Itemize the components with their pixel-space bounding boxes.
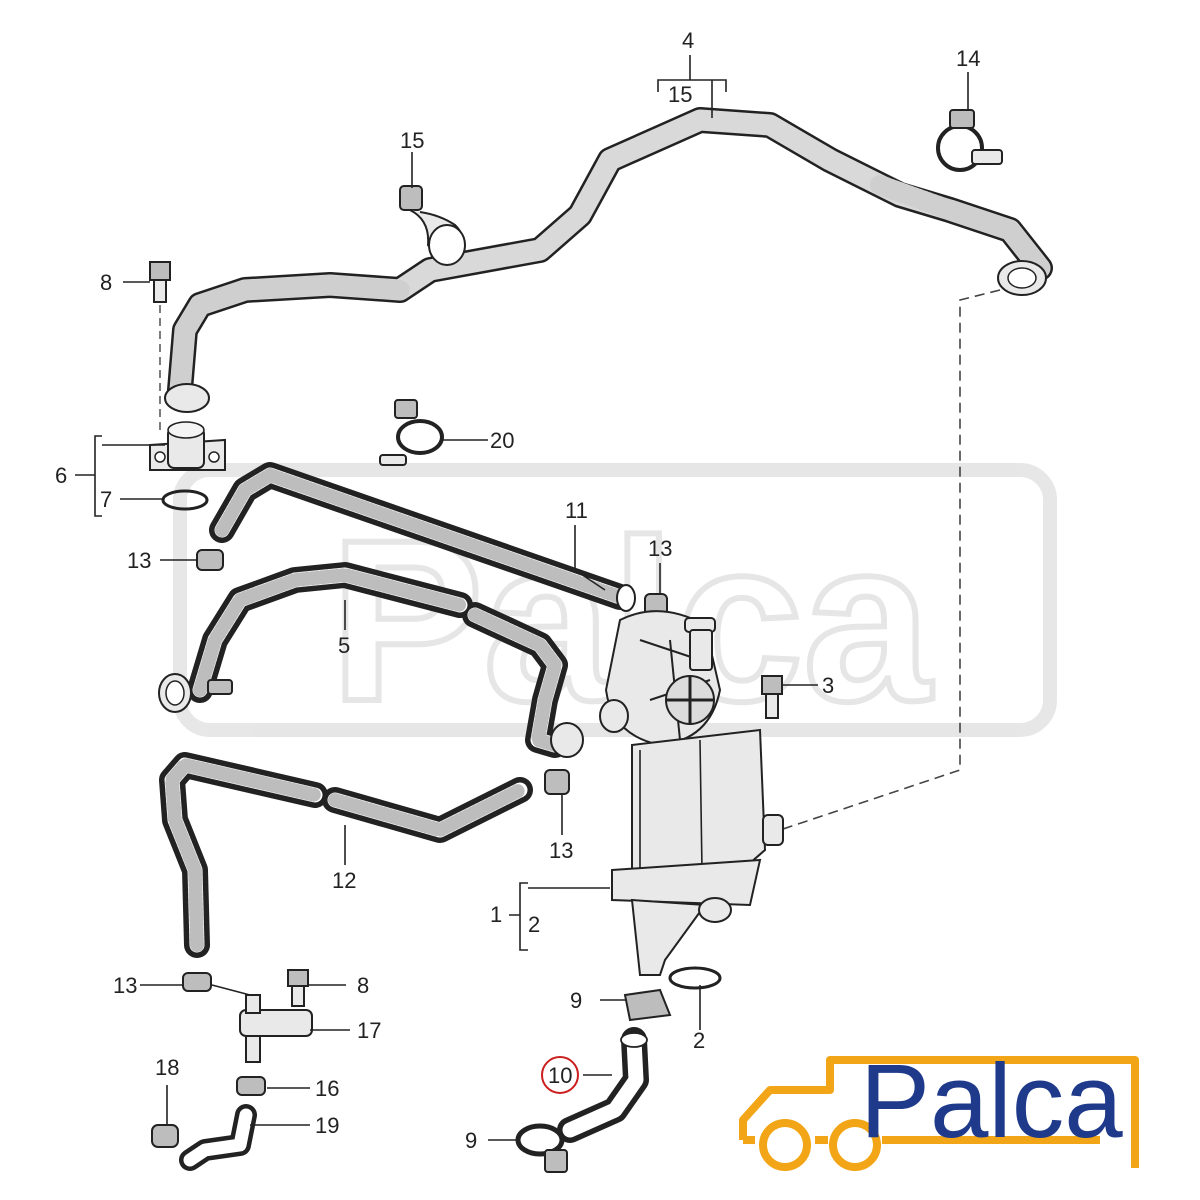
clamp-9-upper (623, 988, 672, 1022)
callout-16: 16 (315, 1076, 339, 1101)
hose-11 (209, 462, 636, 612)
bolt-8-bottom (287, 969, 309, 1007)
highlight-circle (541, 1056, 579, 1094)
callout-9-upper: 9 (570, 988, 582, 1013)
o-ring-2 (668, 966, 722, 990)
palca-logo: Palca (739, 1043, 1139, 1171)
callout-8-top: 8 (100, 270, 112, 295)
callout-20: 20 (490, 428, 514, 453)
valve-17 (239, 994, 313, 1063)
hose-5 (158, 562, 584, 758)
reference-line (779, 289, 1001, 831)
callout-8-bottom: 8 (357, 973, 369, 998)
callout-14: 14 (956, 46, 980, 71)
cap-18 (151, 1124, 179, 1148)
callout-18: 18 (155, 1055, 179, 1080)
hose-19 (179, 1104, 257, 1171)
callout-13-c: 13 (549, 838, 573, 863)
callout-15-top: 15 (668, 82, 692, 107)
bolt-8-top (149, 261, 171, 430)
callout-12: 12 (332, 868, 356, 893)
bolt-3 (761, 675, 783, 719)
callout-10: 10 (548, 1063, 572, 1088)
callout-7: 7 (100, 487, 112, 512)
oil-separator-1 (599, 610, 784, 976)
o-ring-7 (161, 489, 209, 511)
clamp-15 (399, 185, 466, 266)
hose-12 (159, 752, 533, 958)
hose-4 (167, 107, 1053, 403)
hose-10 (557, 1027, 649, 1143)
callout-17: 17 (357, 1018, 381, 1043)
clamp-14 (936, 109, 1003, 172)
callout-13-d: 13 (113, 973, 137, 998)
callout-2-b: 2 (693, 1028, 705, 1053)
callout-9-lower: 9 (465, 1128, 477, 1153)
clamp-13-d (182, 972, 212, 992)
callout-2-a: 2 (528, 912, 540, 937)
callout-13-a: 13 (127, 548, 151, 573)
callout-1: 1 (490, 902, 502, 927)
clamp-20 (379, 399, 444, 466)
callout-4: 4 (682, 28, 694, 53)
truck-icon (739, 1056, 1139, 1171)
callout-labels: 4 15 14 15 8 6 7 20 11 13 13 5 3 13 12 1… (55, 28, 980, 1153)
callout-6: 6 (55, 463, 67, 488)
cap-16 (236, 1076, 266, 1096)
callout-15: 15 (400, 128, 424, 153)
flange-6 (149, 383, 226, 471)
clamp-13-c (544, 769, 570, 795)
callout-11: 11 (565, 498, 588, 523)
callout-5: 5 (338, 633, 350, 658)
callout-3: 3 (822, 673, 834, 698)
callout-13-b: 13 (648, 536, 672, 561)
leader-lines (75, 55, 969, 1141)
logo-text: Palca (860, 1043, 1123, 1160)
callout-19: 19 (315, 1113, 339, 1138)
clamp-13-a (196, 549, 224, 571)
